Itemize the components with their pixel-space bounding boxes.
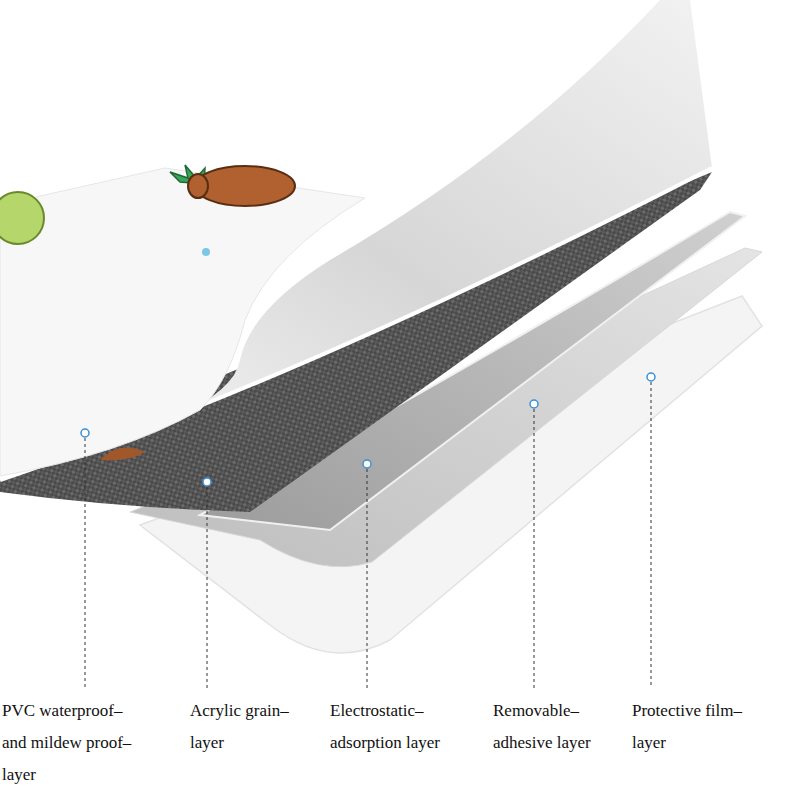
pineapple-motif <box>195 166 295 206</box>
fruit-motif <box>0 192 44 244</box>
pvc-edge <box>0 168 712 480</box>
layer-label: Acrylic grain– layer <box>190 695 305 759</box>
dot-motif <box>202 248 210 256</box>
leader-lines <box>85 382 651 688</box>
pineapple-motif <box>188 174 208 198</box>
pvc-face <box>0 168 365 476</box>
layer-label: Protective film– layer <box>632 695 757 759</box>
layer-label: PVC waterproof– and mildew proof– layer <box>2 695 140 791</box>
leader-dots <box>81 373 655 486</box>
pvc-curl <box>0 0 712 480</box>
layer-label: Electrostatic– adsorption layer <box>330 695 465 759</box>
fruit-motif <box>100 448 145 461</box>
layer-label: Removable– adhesive layer <box>493 695 608 759</box>
